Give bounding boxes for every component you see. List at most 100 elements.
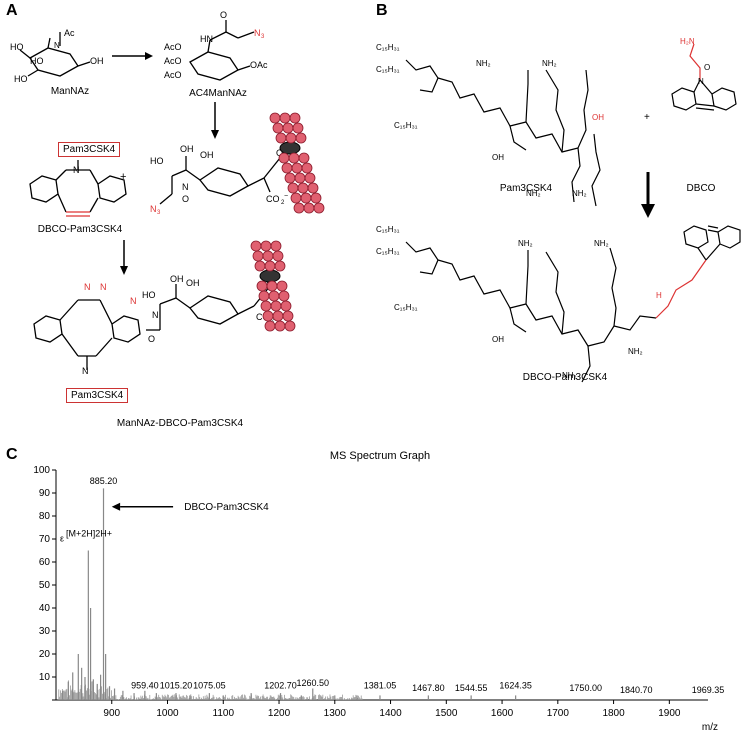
panel-a-diagram: Ac N HO HO HO OH O HN N 3 AcO AcO AcO OA…	[10, 10, 325, 376]
panel-b-diagram: C₁₅H₃₁ C₁₅H₃₁ C₁₅H₃₁ NH₂ NH₂ OH OH NH₂ N…	[376, 37, 741, 383]
ion-label: [M+2H]2H+	[66, 529, 112, 539]
svg-text:3: 3	[157, 210, 161, 216]
svg-text:O: O	[182, 194, 189, 204]
mannaz-caption: ManNAz	[50, 86, 90, 97]
svg-text:HO: HO	[10, 42, 24, 52]
panel-b-label: B	[376, 2, 388, 19]
svg-text:AcO: AcO	[164, 56, 182, 66]
svg-text:AcO: AcO	[164, 42, 182, 52]
peak-label: 1015.20	[160, 681, 193, 691]
peak-label: 959.40	[131, 681, 159, 691]
svg-text:NH₂: NH₂	[562, 371, 577, 380]
svg-text:OH: OH	[592, 113, 604, 122]
glycan-structure	[159, 156, 281, 205]
arrow-down-icon-2	[120, 240, 128, 275]
product-structure	[33, 284, 271, 370]
svg-text:C₁₅H₃₁: C₁₅H₃₁	[394, 303, 418, 312]
svg-text:OH: OH	[90, 56, 104, 66]
pam-box-label: Pam3CSK4	[58, 142, 121, 157]
arrow-right-icon	[112, 52, 153, 60]
y-tick-label: 60	[39, 557, 51, 568]
y-tick-label: 70	[39, 534, 51, 545]
svg-text:OH: OH	[170, 274, 184, 284]
cell-surface-icon	[269, 112, 325, 214]
x-tick-label: 1200	[268, 708, 291, 719]
svg-text:C₁₅H₃₁: C₁₅H₃₁	[376, 225, 400, 234]
y-tick-label: 50	[39, 580, 51, 591]
svg-text:+: +	[120, 171, 126, 183]
product-caption: ManNAz-DBCO-Pam3CSK4	[116, 418, 244, 429]
svg-text:O: O	[276, 148, 283, 158]
pam-caption: Pam3CSK4	[499, 183, 553, 194]
svg-text:OAc: OAc	[250, 60, 268, 70]
svg-text:CO: CO	[266, 194, 280, 204]
svg-text:N: N	[100, 282, 107, 292]
peak-label: 1750.00	[569, 683, 602, 693]
svg-text:NH₂: NH₂	[518, 239, 533, 248]
y-tick-label: 10	[39, 672, 51, 683]
x-tick-label: 1500	[435, 708, 458, 719]
arrow-left-icon	[111, 502, 121, 511]
svg-text:2: 2	[281, 200, 285, 206]
ion-prefix: ε	[60, 533, 64, 543]
svg-text:N: N	[182, 182, 189, 192]
dbco-pam-caption: DBCO-Pam3CSK4	[37, 224, 123, 235]
x-tick-label: 900	[103, 708, 120, 719]
svg-text:OH: OH	[492, 153, 504, 162]
y-tick-label: 90	[39, 488, 51, 499]
svg-text:H: H	[656, 291, 662, 300]
svg-text:C₁₅H₃₁: C₁₅H₃₁	[376, 247, 400, 256]
svg-text:NH₂: NH₂	[572, 189, 587, 198]
dbco-pam-product-caption: DBCO-Pam3CSK4	[522, 372, 608, 383]
svg-text:OH: OH	[186, 278, 200, 288]
peak-label: 1381.05	[364, 681, 397, 691]
peak-label: 885.20	[90, 476, 118, 486]
dbco-structure	[29, 160, 127, 213]
x-tick-label: 1700	[547, 708, 570, 719]
svg-text:N: N	[150, 204, 157, 214]
svg-text:3: 3	[261, 34, 265, 40]
x-tick-label: 1600	[491, 708, 514, 719]
y-tick-label: 30	[39, 626, 51, 637]
x-tick-label: 1100	[213, 708, 235, 719]
x-tick-label: 1400	[379, 708, 402, 719]
svg-text:C₁₅H₃₁: C₁₅H₃₁	[376, 65, 400, 74]
y-tick-label: 100	[33, 465, 50, 476]
svg-text:NH₂: NH₂	[526, 189, 541, 198]
svg-text:N: N	[82, 366, 89, 376]
svg-text:O: O	[220, 10, 227, 20]
pam-box-label-2: Pam3CSK4	[66, 388, 129, 403]
x-tick-label: 1900	[658, 708, 681, 719]
svg-text:NH₂: NH₂	[628, 347, 643, 356]
dbco-structure-b	[671, 79, 737, 111]
arrow-down-icon	[211, 102, 219, 139]
svg-text:NH₂: NH₂	[594, 239, 609, 248]
svg-text:OH: OH	[180, 144, 194, 154]
svg-text:NH₂: NH₂	[542, 59, 557, 68]
peak-label: 1467.80	[412, 683, 445, 693]
peak-label: 1075.05	[193, 681, 226, 691]
peak-label: 1260.50	[296, 678, 329, 688]
svg-text:O: O	[148, 334, 155, 344]
product-structure-b	[405, 225, 741, 383]
svg-text:N: N	[84, 282, 91, 292]
svg-text:AcO: AcO	[164, 70, 182, 80]
arrow-down-icon-b	[641, 172, 655, 218]
peak-label: 1840.70	[620, 685, 653, 695]
svg-text:OH: OH	[492, 335, 504, 344]
svg-text:N: N	[73, 165, 80, 175]
x-tick-label: 1300	[324, 708, 347, 719]
svg-text:HO: HO	[14, 74, 28, 84]
svg-text:HO: HO	[150, 156, 164, 166]
cell-surface-icon-2	[250, 240, 296, 332]
svg-text:OH: OH	[200, 150, 214, 160]
mannaz-structure	[19, 32, 91, 77]
svg-text:N: N	[130, 296, 137, 306]
peak-label: 1544.55	[455, 683, 488, 693]
peak-label: 1969.35	[692, 685, 725, 695]
peak-label: 1202.70	[264, 681, 297, 691]
svg-text:C₁₅H₃₁: C₁₅H₃₁	[376, 43, 400, 52]
svg-text:Ac: Ac	[64, 28, 75, 38]
panel-a-label: A	[6, 2, 18, 19]
